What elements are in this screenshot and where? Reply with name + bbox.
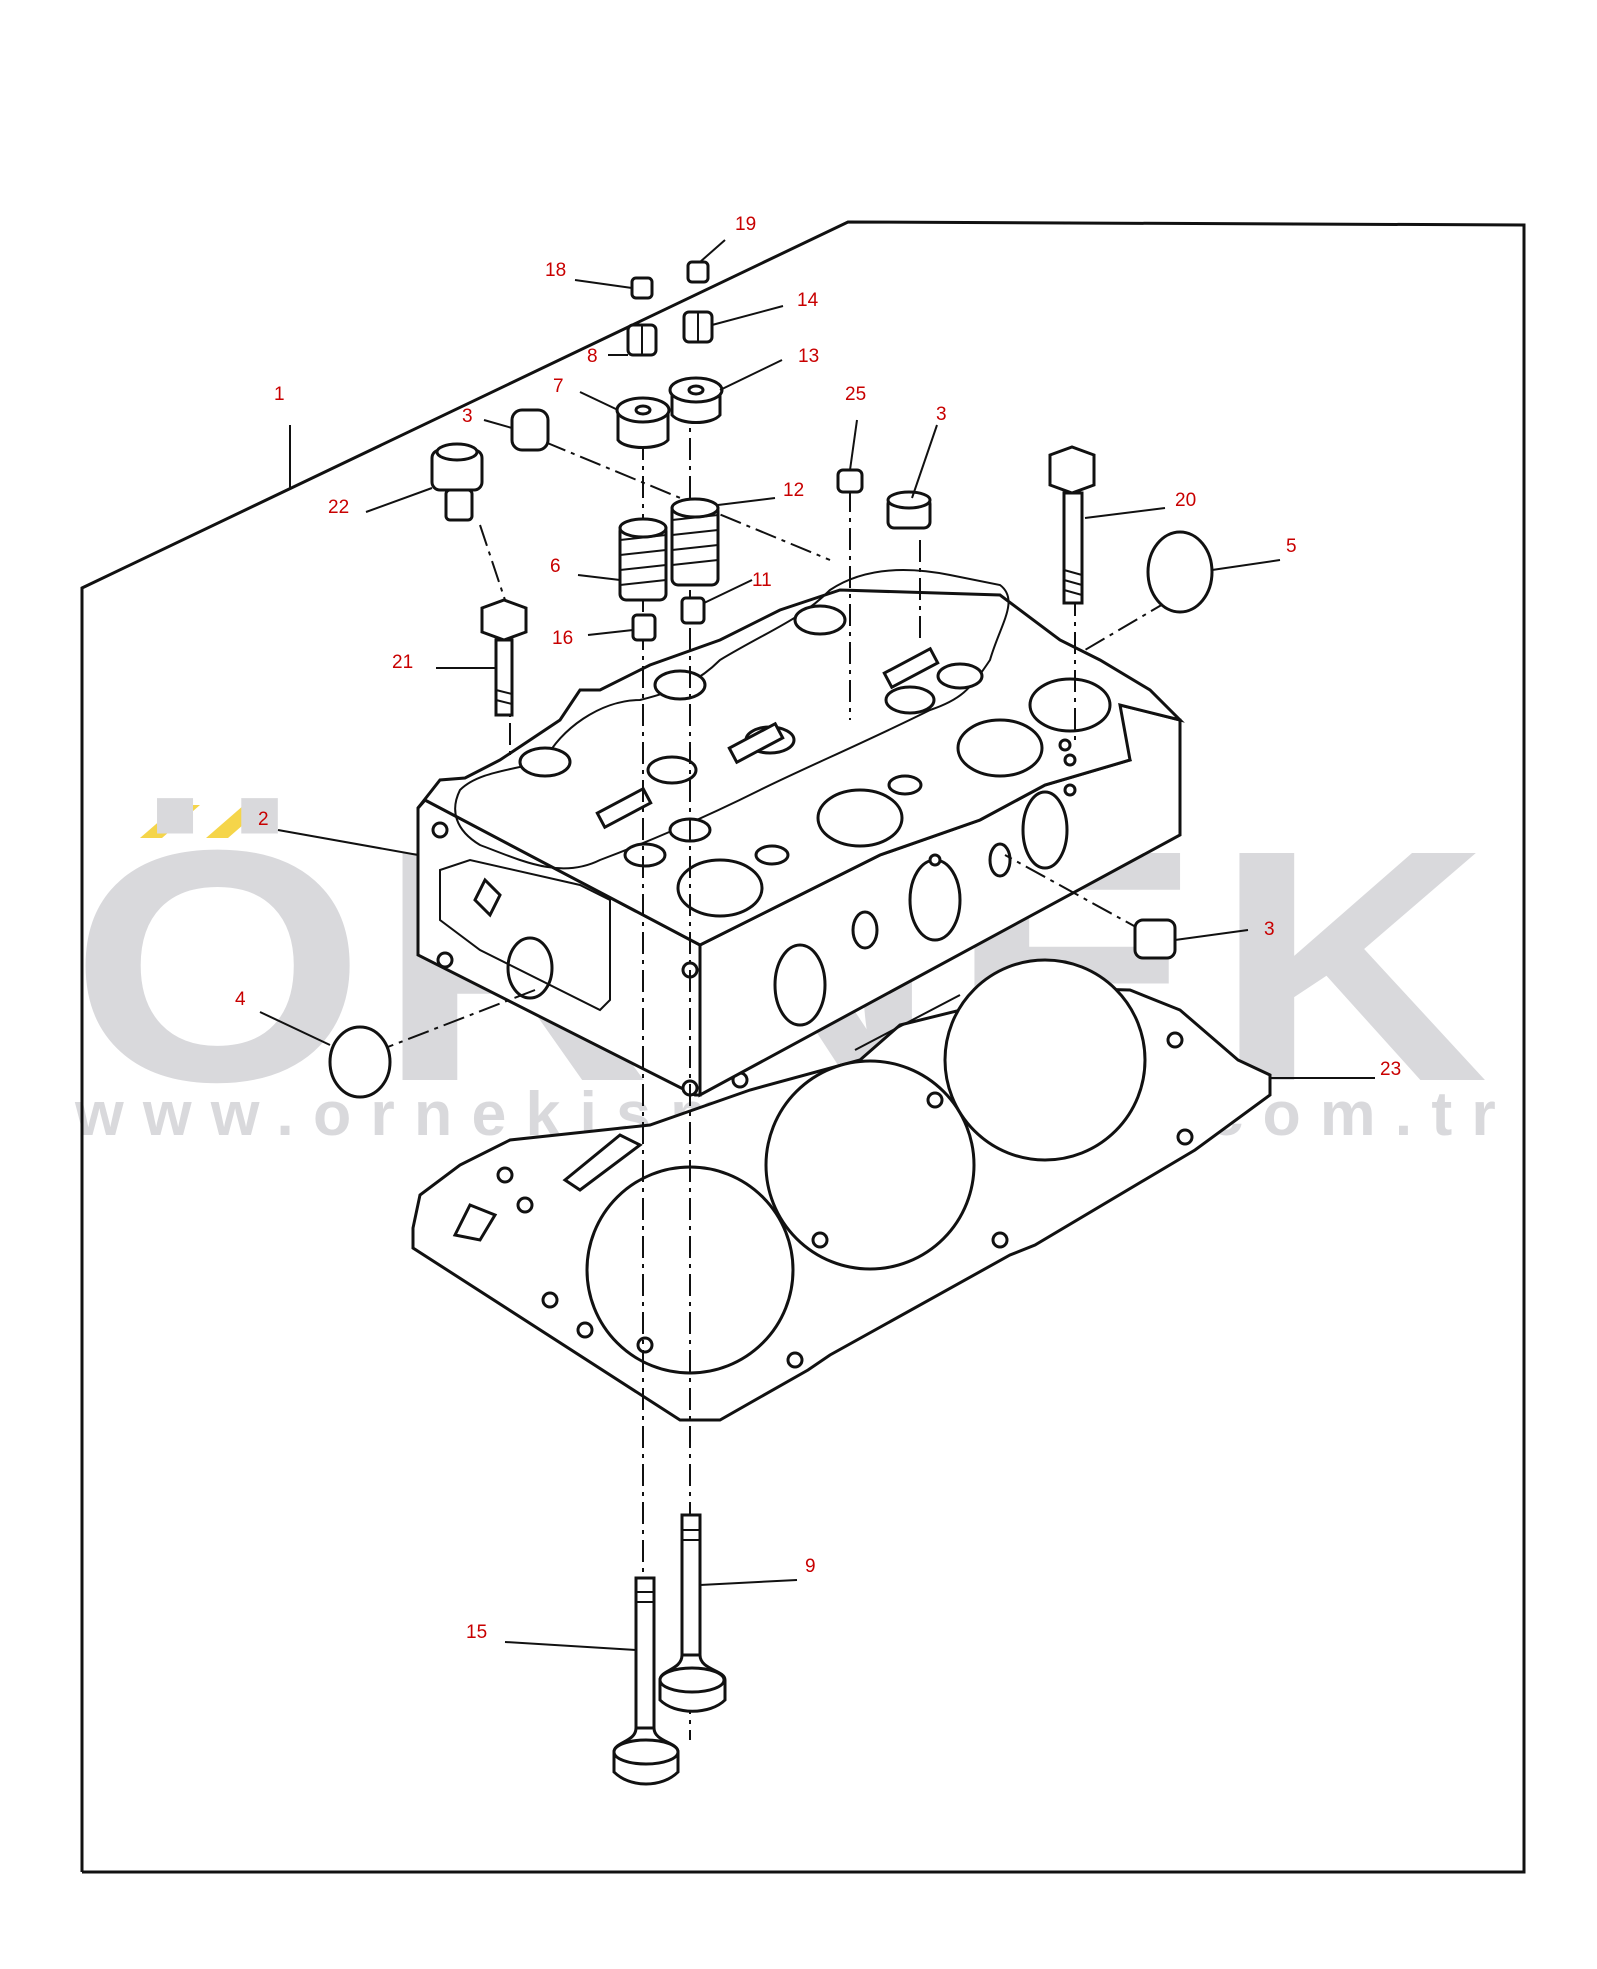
spring-retainer-part <box>668 376 724 424</box>
valve-spring-part <box>618 517 668 602</box>
valve-part <box>658 1513 727 1713</box>
valve-cap-part <box>630 276 654 300</box>
watermark-accent-right <box>206 805 266 838</box>
callout-23: 23 <box>1380 1059 1401 1080</box>
callout-13: 13 <box>798 346 819 367</box>
nut-part <box>836 468 864 494</box>
valve-collet-part <box>682 310 714 344</box>
callout-19: 19 <box>735 214 756 235</box>
core-plug-part <box>510 408 550 452</box>
assembly-frame <box>80 220 1526 1874</box>
callout-3c: 3 <box>1264 919 1275 940</box>
valve-stem-seal-part <box>680 596 706 625</box>
callout-20: 20 <box>1175 490 1196 511</box>
cylinder-head <box>416 569 1185 1098</box>
core-plug-part <box>1133 918 1177 960</box>
callout-15: 15 <box>466 1622 487 1643</box>
head-gasket <box>411 958 1272 1422</box>
leader-lines <box>259 239 1375 1651</box>
expansion-plug-part <box>1146 530 1214 614</box>
injector-sleeve-part <box>430 442 484 522</box>
callout-3b: 3 <box>936 404 947 425</box>
callout-16: 16 <box>552 628 573 649</box>
callout-11: 11 <box>752 570 772 591</box>
callout-6: 6 <box>550 556 561 577</box>
callout-9: 9 <box>805 1556 816 1577</box>
callout-labels: 1 2 3 3 3 4 5 6 7 8 9 11 12 13 14 15 16 … <box>235 214 1401 1643</box>
callout-8: 8 <box>587 346 598 367</box>
spring-retainer-part <box>615 396 671 449</box>
head-bolt-part <box>480 598 528 717</box>
callout-2: 2 <box>258 809 269 830</box>
callout-5: 5 <box>1286 536 1297 557</box>
callout-4: 4 <box>235 989 246 1010</box>
valve-collet-part <box>626 323 658 357</box>
callout-1: 1 <box>274 384 285 405</box>
valve-spring-part <box>670 497 720 587</box>
callout-25: 25 <box>845 384 866 405</box>
watermark-accent-left <box>140 805 200 838</box>
core-plug-part <box>886 490 932 530</box>
valve-part <box>612 1576 680 1786</box>
callout-12: 12 <box>783 480 804 501</box>
callout-14: 14 <box>797 290 819 311</box>
callout-3a: 3 <box>462 406 473 427</box>
callout-18: 18 <box>545 260 566 281</box>
valve-cap-part <box>686 260 710 284</box>
head-bolt-part <box>1048 445 1096 605</box>
callout-7: 7 <box>553 376 564 397</box>
callout-21: 21 <box>392 652 413 673</box>
expansion-plug-part <box>328 1025 392 1099</box>
valve-stem-seal-part <box>631 613 657 642</box>
callout-22: 22 <box>328 497 349 518</box>
